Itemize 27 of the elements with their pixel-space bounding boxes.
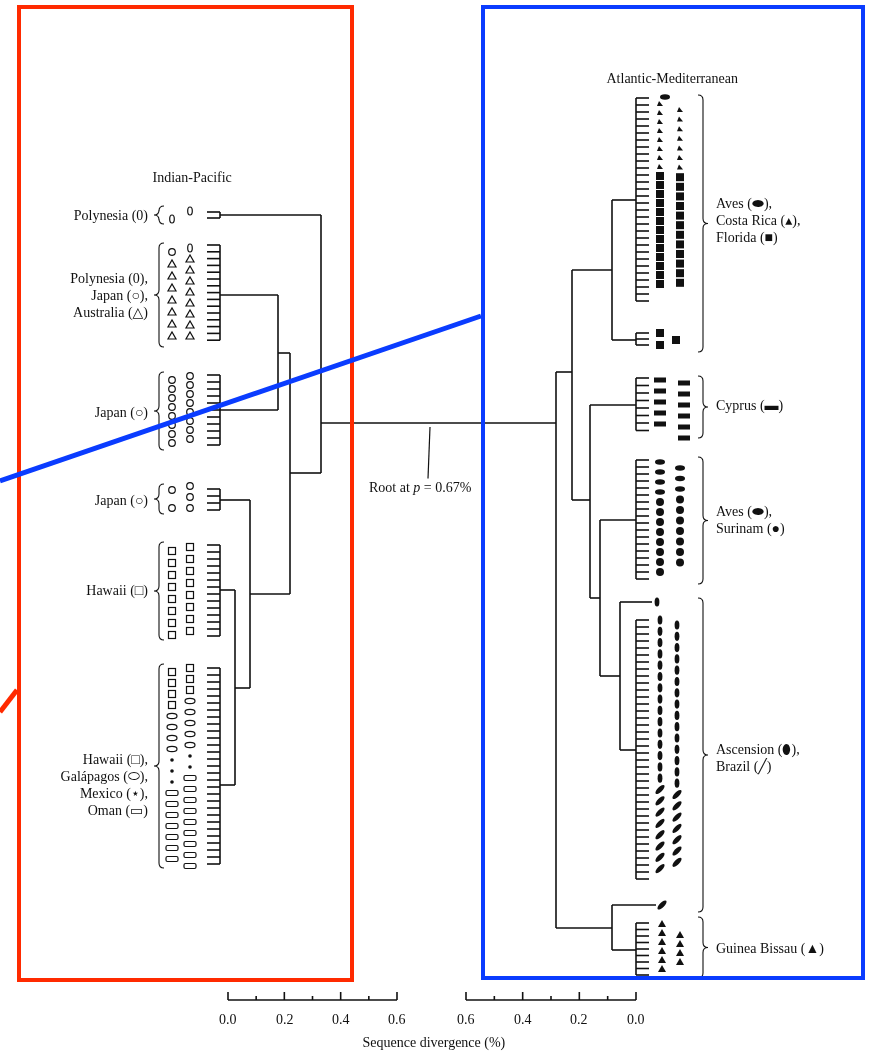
axis-tick-label: 0.6	[388, 1010, 406, 1028]
axis-tick-label: 0.0	[219, 1010, 237, 1028]
clade-label: Cyprus (▬)	[716, 396, 784, 414]
leader-line	[427, 426, 431, 480]
clade-label: Hawaii (□)	[20, 581, 148, 599]
axis-tick-label: 0.0	[627, 1010, 645, 1028]
highlight-frame	[481, 5, 865, 980]
region-heading: Indian-Pacific	[152, 168, 232, 186]
axis-tick-label: 0.6	[457, 1010, 475, 1028]
region-heading: Atlantic-Mediterranean	[606, 69, 738, 87]
axis-tick-label: 0.2	[570, 1010, 588, 1028]
highlight-frame	[17, 5, 354, 982]
root-label: Root at p = 0.67%	[369, 478, 472, 496]
clade-label: Aves (⬬), Costa Rica (▴), Florida (■)	[716, 194, 801, 246]
axis-title: Sequence divergence (%)	[362, 1033, 506, 1051]
axis-tick-label: 0.4	[332, 1010, 350, 1028]
clade-label: Aves (⬬), Surinam (●)	[716, 503, 785, 537]
leader-line	[0, 313, 482, 484]
axis-tick-label: 0.2	[276, 1010, 294, 1028]
axis-tick-label: 0.4	[514, 1010, 532, 1028]
clade-label: Polynesia (0)	[20, 206, 148, 224]
clade-label: Japan (○)	[20, 403, 148, 421]
clade-label: Guinea Bissau (▲)	[716, 939, 824, 957]
clade-label: Hawaii (□), Galápagos (⬭), Mexico (⋆), Oman (▭)	[20, 751, 148, 819]
clade-label: Ascension (⬮), Brazil (╱)	[716, 741, 800, 775]
clade-label: Polynesia (0), Japan (○), Australia (△)	[20, 269, 148, 321]
clade-label: Japan (○)	[20, 491, 148, 509]
